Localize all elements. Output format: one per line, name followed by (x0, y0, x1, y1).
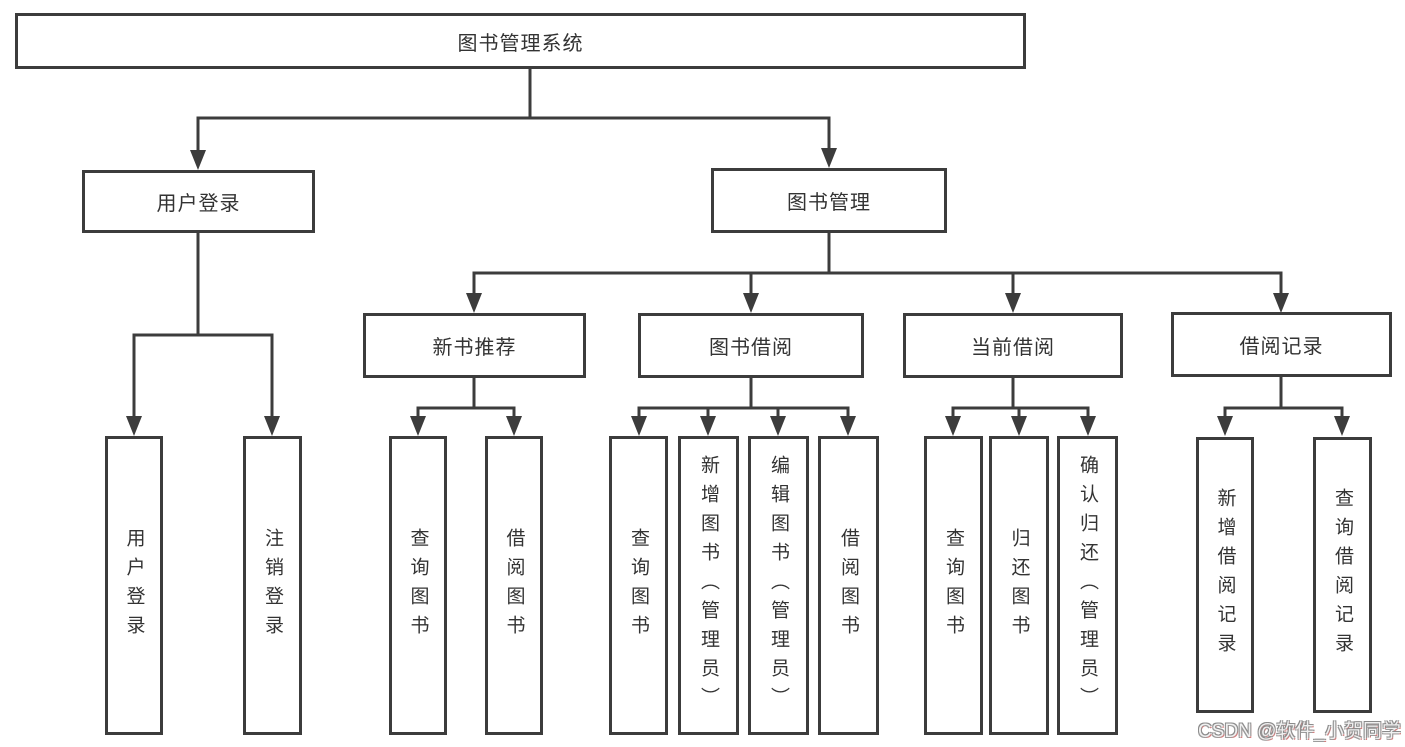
leaf-borrow-books-2: 借阅图书 (818, 436, 879, 735)
arrowhead-leaf-borrow-books-2 (840, 416, 856, 436)
arrowhead-book-borrow (743, 293, 759, 313)
arrowhead-leaf-return-book (1011, 416, 1027, 436)
leaf-edit-book-admin: 编辑图书（管理员） (748, 436, 809, 735)
connector-root-to-level2 (196, 67, 831, 154)
arrowhead-leaf-add-borrow-record (1217, 416, 1233, 436)
leaf-query-books-3: 查询图书 (924, 436, 983, 735)
leaf-label: 查询借阅记录 (1332, 488, 1353, 662)
node-current-borrow: 当前借阅 (903, 313, 1123, 378)
leaf-label: 确认归还（管理员） (1077, 455, 1098, 716)
connector-bookborrow-to-leaves (637, 376, 850, 421)
arrowhead-current-borrow (1005, 293, 1021, 313)
node-user-login: 用户登录 (82, 170, 315, 233)
leaf-query-books-1: 查询图书 (389, 436, 447, 735)
arrowhead-leaf-edit-book (770, 416, 786, 436)
node-label: 图书借阅 (709, 337, 793, 359)
arrowhead-leaf-query-borrow-record (1334, 416, 1350, 436)
node-book-management: 图书管理 (711, 168, 947, 233)
arrowhead-leaf-borrow-books-1 (506, 416, 522, 436)
leaf-label: 编辑图书（管理员） (768, 455, 789, 716)
leaf-label: 新增借阅记录 (1214, 488, 1236, 662)
arrowhead-leaf-user-login (126, 416, 142, 436)
arrowhead-leaf-query-books-1 (410, 416, 426, 436)
node-label: 用户登录 (156, 193, 241, 215)
leaf-logout: 注销登录 (243, 436, 302, 735)
connector-bookmgmt-to-level3 (472, 231, 1283, 297)
leaf-label: 新增图书（管理员） (698, 455, 719, 716)
leaf-label: 用户登录 (123, 527, 145, 644)
arrowhead-new-book-recommend (466, 293, 482, 313)
leaf-label: 借阅图书 (503, 527, 525, 644)
connector-currentborrow-to-leaves (951, 376, 1090, 421)
leaf-user-login: 用户登录 (105, 436, 163, 735)
leaf-label: 注销登录 (262, 527, 283, 644)
arrowhead-borrow-records (1273, 293, 1289, 313)
leaf-label: 查询图书 (628, 527, 649, 644)
leaf-label: 查询图书 (943, 527, 964, 644)
leaf-borrow-books-1: 借阅图书 (485, 436, 543, 735)
leaf-label: 借阅图书 (838, 527, 859, 644)
arrowhead-leaf-query-books-2 (631, 416, 647, 436)
node-label: 当前借阅 (971, 337, 1055, 359)
node-label: 借阅记录 (1239, 336, 1324, 358)
leaf-label: 归还图书 (1008, 527, 1030, 644)
node-label: 图书管理系统 (457, 32, 584, 55)
node-new-book-recommend: 新书推荐 (363, 313, 586, 378)
node-label: 图书管理 (787, 192, 871, 214)
node-borrow-records: 借阅记录 (1171, 312, 1392, 377)
leaf-add-borrow-record: 新增借阅记录 (1196, 437, 1254, 713)
node-library-management-system: 图书管理系统 (15, 13, 1026, 69)
leaf-confirm-return-admin: 确认归还（管理员） (1057, 436, 1118, 735)
node-label: 新书推荐 (432, 337, 517, 359)
arrowhead-book-management (821, 148, 837, 168)
leaf-return-book: 归还图书 (989, 436, 1049, 735)
connector-borrowrecords-to-leaves (1223, 375, 1344, 421)
arrowhead-leaf-query-books-3 (945, 416, 961, 436)
leaf-add-book-admin: 新增图书（管理员） (678, 436, 739, 735)
leaf-query-books-2: 查询图书 (609, 436, 668, 735)
csdn-watermark: CSDN @软件_小贺同学 (1198, 721, 1401, 742)
leaf-label: 查询图书 (407, 527, 429, 644)
arrowhead-user-login (190, 150, 206, 170)
arrowhead-leaf-add-book (700, 416, 716, 436)
arrowhead-leaf-confirm-return (1080, 416, 1096, 436)
arrowhead-leaf-logout (264, 416, 280, 436)
connector-userlogin-to-leaves (132, 231, 274, 421)
connector-newbook-to-leaves (416, 376, 516, 421)
leaf-query-borrow-record: 查询借阅记录 (1313, 437, 1372, 713)
node-book-borrow: 图书借阅 (638, 313, 864, 378)
